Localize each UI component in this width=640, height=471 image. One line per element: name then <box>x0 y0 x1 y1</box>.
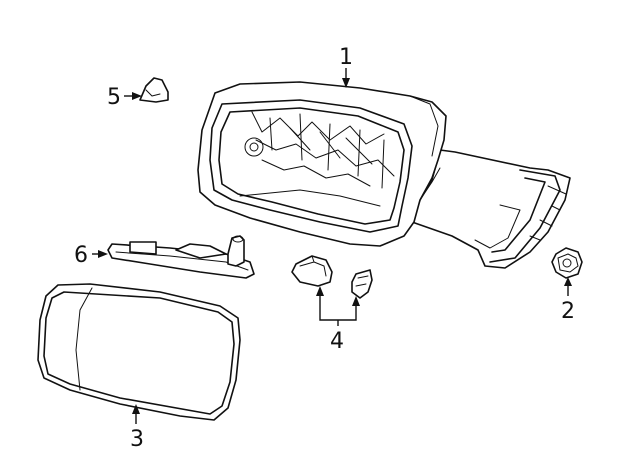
callout-4-label: 4 <box>330 329 344 354</box>
callout-1: 1 <box>339 45 353 88</box>
connector <box>291 255 373 299</box>
mirror-assembly <box>197 81 571 269</box>
cap <box>139 77 169 103</box>
signal-lamp <box>107 235 255 279</box>
callout-4: 4 <box>316 286 360 354</box>
callout-6-label: 6 <box>74 243 88 268</box>
callout-2-label: 2 <box>561 299 575 324</box>
callout-5-label: 5 <box>107 85 121 110</box>
nut <box>551 247 583 279</box>
callout-2: 2 <box>561 277 575 324</box>
callout-6: 6 <box>74 243 108 268</box>
callout-5: 5 <box>107 85 142 110</box>
callout-3: 3 <box>130 404 144 452</box>
callout-1-label: 1 <box>339 45 353 70</box>
mirror-glass <box>37 283 241 421</box>
callout-3-label: 3 <box>130 427 144 452</box>
